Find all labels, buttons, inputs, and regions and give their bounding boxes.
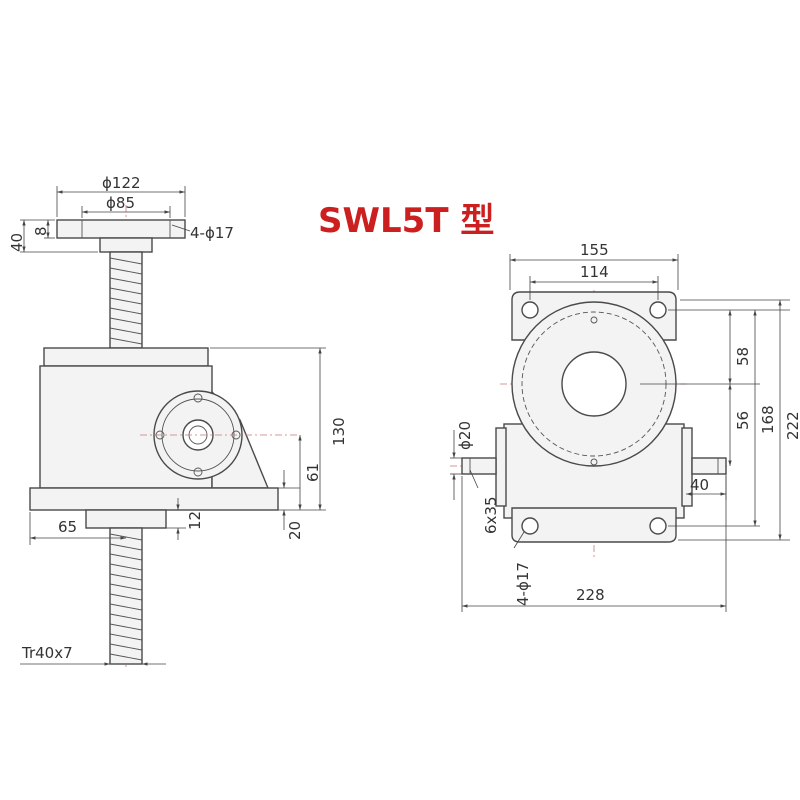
front-view: 155 114 58 56 168 222 ϕ20 6x35 [450, 241, 800, 612]
dim-shaft-40: 40 [690, 476, 709, 494]
screw-thread-lower [109, 533, 143, 661]
dim-center-61: 61 [304, 463, 322, 482]
dim-base-holes: 4-ϕ17 [514, 562, 532, 606]
dim-height-222: 222 [784, 411, 800, 440]
dim-key: 6x35 [482, 496, 500, 534]
dim-vertical-168: 168 [759, 405, 777, 434]
drawing-title: SWL5T 型 [318, 201, 494, 241]
dim-upper-58: 58 [734, 347, 752, 366]
dim-span-228: 228 [576, 586, 605, 604]
lead-screw-lower [109, 527, 143, 665]
base-plate [29, 487, 279, 511]
dim-offset-65: 65 [58, 518, 77, 536]
dim-thread: Tr40x7 [21, 644, 73, 662]
screw-thread-upper [109, 257, 143, 345]
dim-flange-8: 8 [32, 226, 50, 236]
dim-width-155: 155 [580, 241, 609, 259]
top-flange [56, 219, 186, 239]
dim-flange-outer: ϕ122 [102, 174, 141, 192]
dim-flange-holes: 4-ϕ17 [190, 224, 234, 242]
side-view: ϕ122 ϕ85 4-ϕ17 40 8 130 61 20 12 [8, 174, 348, 670]
dim-nut-12: 12 [186, 511, 204, 530]
dim-shaft-20: ϕ20 [456, 421, 474, 450]
dim-body-130: 130 [330, 417, 348, 446]
dim-spacing-114: 114 [580, 263, 609, 281]
dim-base-20: 20 [286, 521, 304, 540]
dim-lower-56: 56 [734, 411, 752, 430]
bottom-mount-plate [511, 507, 677, 543]
lead-screw-upper [109, 251, 143, 349]
dim-flange-inner: ϕ85 [106, 194, 135, 212]
input-shaft-right [691, 457, 727, 475]
dim-height-40: 40 [8, 233, 26, 252]
input-shaft-left [461, 457, 497, 475]
